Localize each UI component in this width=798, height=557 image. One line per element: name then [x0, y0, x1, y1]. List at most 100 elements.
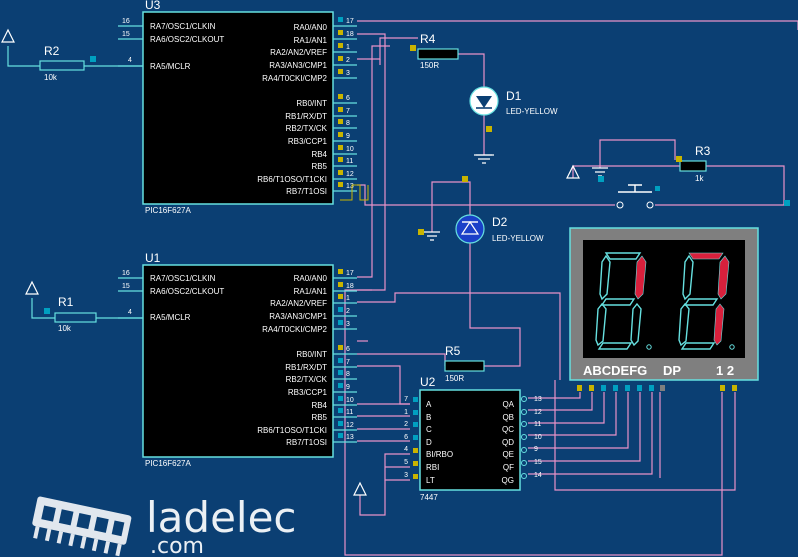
u3-pin-num: 1	[346, 44, 350, 51]
u2-pin-num: 14	[534, 472, 542, 479]
digit-1	[595, 252, 652, 350]
u3-pin-num: 16	[122, 18, 130, 25]
led-d2[interactable]: D2 LED-YELLOW	[455, 214, 544, 244]
chip-u3-ref: U3	[145, 0, 161, 12]
u3-pin-label: RA5/MCLR	[150, 62, 191, 71]
u2-model: 7447	[420, 493, 438, 502]
r5-value: 150R	[445, 374, 464, 383]
decoder-u2[interactable]: U2 7447 A B C D BI/RBO RBI LT 7 1 2 6 4 …	[404, 375, 542, 502]
u2-pin-label: C	[426, 425, 432, 434]
d1-ref: D1	[506, 89, 522, 103]
u1-pin-num: 10	[346, 397, 354, 404]
r2-ref: R2	[44, 44, 60, 58]
r1-value: 10k	[58, 324, 72, 333]
chip-u1[interactable]: U1 PIC16F627A RA7/OSC1/CLKIN RA6/OSC2/CL…	[118, 251, 357, 468]
ladelec-logo: ladelec .com	[32, 493, 297, 557]
u3-pin-num: 6	[346, 95, 350, 102]
u3-pin-label: RA4/T0CKI/CMP2	[262, 74, 327, 83]
chip-u3-model: PIC16F627A	[145, 206, 191, 215]
r4-value: 150R	[420, 61, 439, 70]
u1-pin-label: RB1/RX/DT	[285, 363, 327, 372]
u1-pin-label: RA3/AN3/CMP1	[269, 312, 327, 321]
u1-pin-label: RA6/OSC2/CLKOUT	[150, 287, 224, 296]
r1-ref: R1	[58, 295, 74, 309]
u2-pin-label: QD	[502, 438, 514, 447]
u2-pin-num: 13	[534, 396, 542, 403]
u3-pin-num: 10	[346, 146, 354, 153]
resistor-r1[interactable]: R1 10k	[54, 295, 97, 333]
u1-pin-label: RA4/T0CKI/CMP2	[262, 325, 327, 334]
chip-u1-ref: U1	[145, 251, 161, 265]
u3-pin-num: 13	[346, 183, 354, 190]
u2-ref: U2	[420, 375, 436, 389]
u1-pin-label: RB3/CCP1	[288, 388, 328, 397]
r3-ref: R3	[695, 144, 711, 158]
u2-pin-num: 1	[404, 409, 408, 416]
u2-pin-num: 11	[534, 421, 541, 428]
logo-suffix: .com	[150, 534, 204, 557]
display-dp-label: DP	[663, 363, 681, 378]
u3-pin-label: RB0/INT	[296, 99, 327, 108]
u2-pin-label: QF	[503, 463, 514, 472]
u3-pin-label: RB4	[311, 150, 327, 159]
u1-pin-label: RB2/TX/CK	[286, 375, 328, 384]
u3-pin-num: 17	[346, 18, 354, 25]
push-button[interactable]	[616, 184, 660, 209]
u2-pin-num: 9	[534, 446, 538, 453]
u1-pin-num: 9	[346, 384, 350, 391]
u1-pin-label: RA1/AN1	[294, 287, 328, 296]
d2-ref: D2	[492, 215, 508, 229]
r2-value: 10k	[44, 73, 58, 82]
u2-pin-num: 5	[404, 459, 408, 466]
d1-value: LED-YELLOW	[506, 107, 558, 116]
resistor-r5[interactable]: R5 150R	[444, 344, 485, 383]
r4-ref: R4	[420, 32, 436, 46]
u3-pin-num: 3	[346, 70, 350, 77]
u2-pin-num: 10	[534, 434, 542, 441]
u3-pin-num: 2	[346, 57, 350, 64]
u2-pin-num: 6	[404, 434, 408, 441]
u3-pin-num: 15	[122, 31, 130, 38]
u1-pin-label: RB4	[311, 401, 327, 410]
chip-u3[interactable]: U3 PIC16F627A RA7/OSC1/CLKIN RA6/OSC2/CL…	[118, 0, 369, 215]
r3-value: 1k	[695, 174, 704, 183]
display-segment-labels: ABCDEFG	[583, 363, 647, 378]
u3-pin-label: RA3/AN3/CMP1	[269, 61, 327, 70]
u1-pin-label: RA5/MCLR	[150, 313, 191, 322]
u3-pin-label: RA1/AN1	[294, 36, 328, 45]
d2-value: LED-YELLOW	[492, 234, 544, 243]
u2-pin-num: 2	[404, 421, 408, 428]
u3-pin-label: RB7/T1OSI	[286, 187, 327, 196]
u2-pin-label: A	[426, 400, 432, 409]
u1-pin-num: 8	[346, 371, 350, 378]
u3-pin-label: RA6/OSC2/CLKOUT	[150, 35, 224, 44]
led-d1[interactable]: D1 LED-YELLOW	[469, 86, 558, 116]
resistor-r3[interactable]: R3 1k	[679, 144, 711, 183]
u1-pin-num: 15	[122, 283, 130, 290]
u2-pin-label: QA	[502, 400, 514, 409]
u1-pin-num: 13	[346, 434, 354, 441]
u2-pin-num: 4	[404, 446, 408, 453]
u1-pin-label: RA0/AN0	[294, 274, 328, 283]
u2-pin-label: B	[426, 413, 431, 422]
u3-pin-num: 8	[346, 120, 350, 127]
u1-pin-label: RA2/AN2/VREF	[270, 299, 327, 308]
u3-pin-label: RB5	[311, 162, 327, 171]
u2-pin-label: D	[426, 438, 432, 447]
u2-pin-num: 7	[404, 396, 408, 403]
u3-pin-label: RA0/AN0	[294, 23, 328, 32]
r5-ref: R5	[445, 344, 461, 358]
u2-pin-num: 3	[404, 472, 408, 479]
u1-pin-label: RB5	[311, 413, 327, 422]
u3-pin-label: RA2/AN2/VREF	[270, 48, 327, 57]
resistor-r2[interactable]: R2 10k	[39, 44, 85, 82]
seven-segment-display: ABCDEFG DP 1 2	[569, 227, 759, 391]
u2-pin-label: BI/RBO	[426, 450, 453, 459]
u2-pin-label: QG	[502, 476, 514, 485]
u2-pin-label: QB	[502, 413, 514, 422]
u2-pin-label: LT	[426, 476, 435, 485]
resistor-r4[interactable]: R4 150R	[417, 32, 459, 70]
u3-pin-label: RB6/T1OSO/T1CKI	[257, 175, 327, 184]
